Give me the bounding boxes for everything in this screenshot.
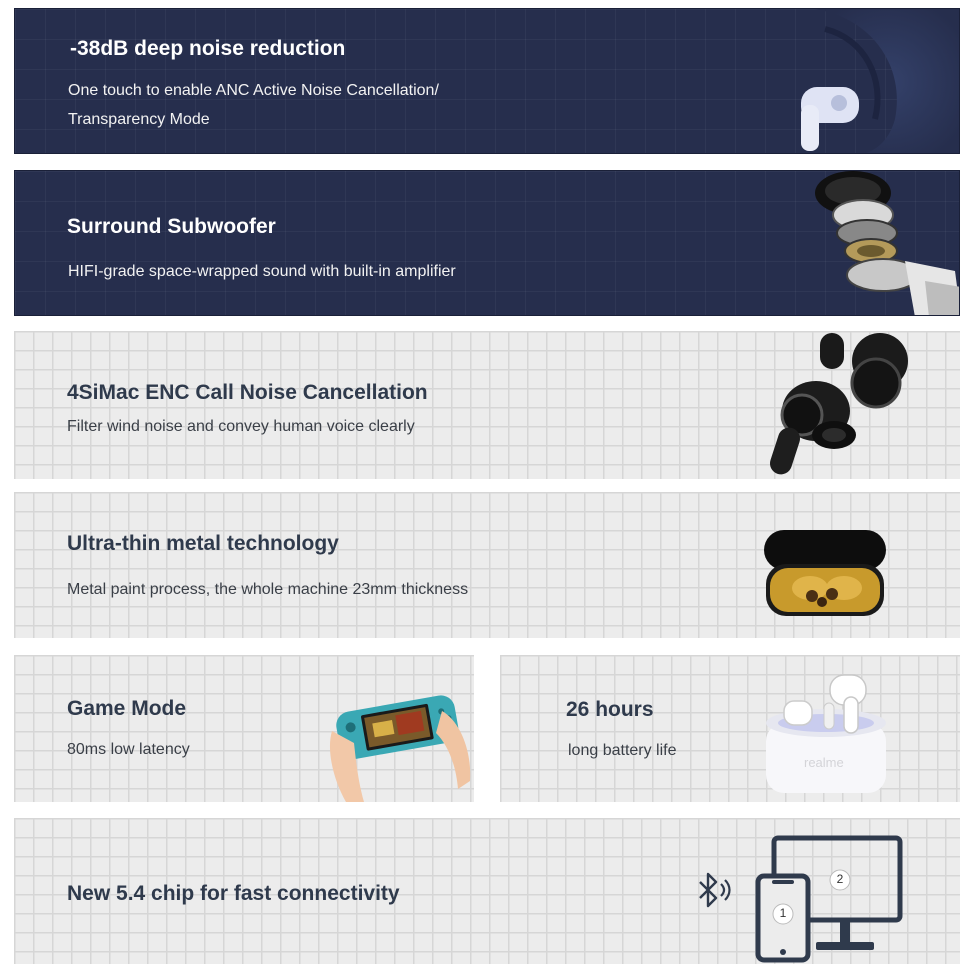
feature-panel-ultra-thin: Ultra-thin metal technology Metal paint … bbox=[14, 492, 960, 638]
feature-panel-game-mode: Game Mode 80ms low latency bbox=[14, 655, 474, 802]
feature-description-line-1: HIFI-grade space-wrapped sound with buil… bbox=[68, 263, 456, 280]
feature-title: 4SiMac ENC Call Noise Cancellation bbox=[67, 381, 428, 404]
feature-title: New 5.4 chip for fast connectivity bbox=[67, 882, 400, 905]
feature-title: Ultra-thin metal technology bbox=[67, 532, 339, 555]
speaker-driver-icon bbox=[815, 171, 959, 315]
black-earbuds-icon bbox=[769, 333, 908, 475]
bluetooth-icon bbox=[699, 872, 731, 908]
feature-description-line-1: One touch to enable ANC Active Noise Can… bbox=[68, 82, 439, 99]
feature-title: Game Mode bbox=[67, 697, 187, 720]
feature-description-line-1: long battery life bbox=[568, 742, 677, 759]
case-brand-text: realme bbox=[804, 755, 844, 770]
feature-title: 26 hours bbox=[566, 698, 654, 721]
feature-description-line-1: Filter wind noise and convey human voice… bbox=[67, 418, 415, 435]
feature-title: Surround Subwoofer bbox=[67, 215, 276, 238]
device-label-1: 1 bbox=[779, 906, 787, 920]
feature-panel-connectivity: New 5.4 chip for fast connectivity 2 1 bbox=[14, 818, 960, 964]
devices-illustration: 2 1 bbox=[750, 834, 910, 964]
feature-description-line-1: 80ms low latency bbox=[67, 741, 190, 758]
feature-title: -38dB deep noise reduction bbox=[70, 37, 346, 60]
device-label-2: 2 bbox=[836, 872, 844, 886]
feature-description-line-1: Metal paint process, the whole machine 2… bbox=[67, 581, 469, 598]
earbuds-case-icon: realme bbox=[764, 667, 890, 795]
feature-panel-enc-call: 4SiMac ENC Call Noise Cancellation Filte… bbox=[14, 331, 960, 479]
feature-panel-noise-reduction: -38dB deep noise reduction One touch to … bbox=[14, 8, 960, 154]
charging-case-icon bbox=[764, 530, 886, 616]
feature-panel-surround-subwoofer: Surround Subwoofer HIFI-grade space-wrap… bbox=[14, 170, 960, 316]
feature-description-line-2: Transparency Mode bbox=[68, 111, 210, 128]
feature-panel-battery: 26 hours long battery life realme bbox=[500, 655, 960, 802]
earbud-in-ear-icon bbox=[801, 9, 959, 153]
handheld-console-icon bbox=[329, 695, 471, 802]
